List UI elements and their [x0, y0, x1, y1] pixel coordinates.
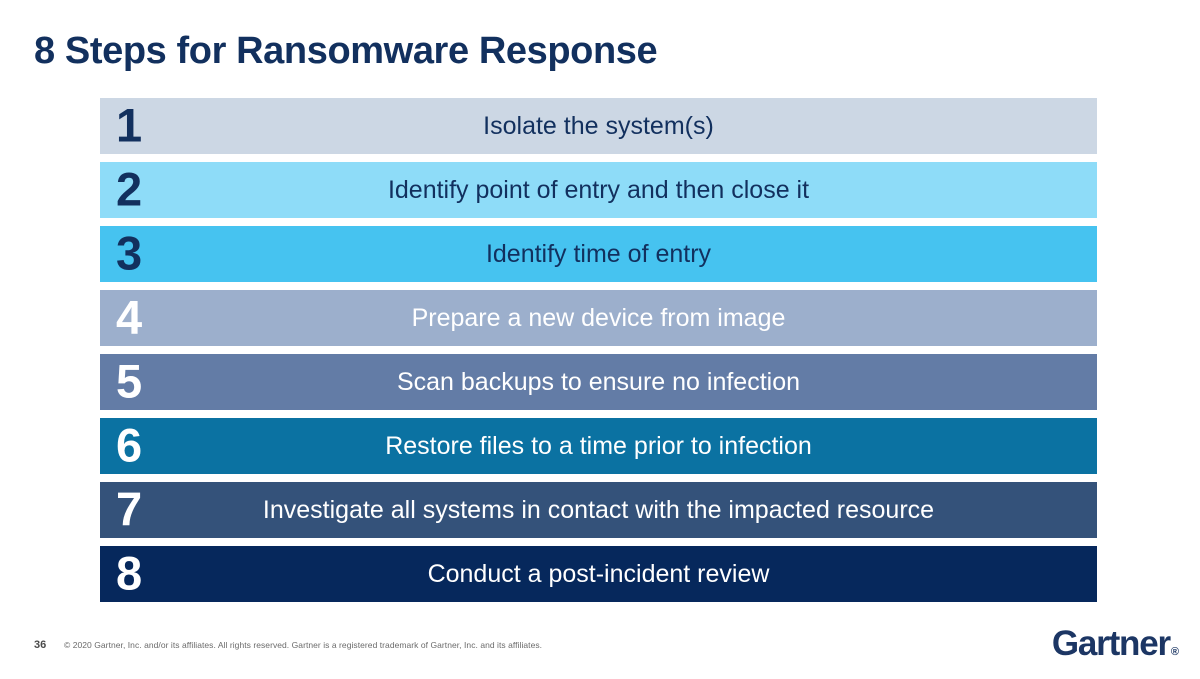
- step-label: Identify point of entry and then close i…: [387, 175, 810, 204]
- step-label: Identify time of entry: [485, 239, 712, 268]
- step-row[interactable]: 3 Identify time of entry: [100, 226, 1097, 282]
- step-number: 2: [116, 162, 142, 216]
- step-number: 3: [116, 226, 142, 280]
- step-number: 4: [116, 290, 142, 344]
- step-label: Investigate all systems in contact with …: [262, 495, 935, 524]
- step-row[interactable]: 2 Identify point of entry and then close …: [100, 162, 1097, 218]
- copyright-notice: © 2020 Gartner, Inc. and/or its affiliat…: [64, 640, 543, 650]
- step-label: Conduct a post-incident review: [427, 559, 770, 588]
- gartner-logo: Gartner®: [1051, 624, 1179, 663]
- step-row[interactable]: 1 Isolate the system(s): [100, 98, 1097, 154]
- step-row[interactable]: 7 Investigate all systems in contact with…: [100, 482, 1097, 538]
- registered-trademark-icon: ®: [1170, 646, 1179, 658]
- step-label: Prepare a new device from image: [411, 303, 786, 332]
- step-label: Isolate the system(s): [483, 111, 714, 140]
- slide-footer: 36 © 2020 Gartner, Inc. and/or its affil…: [0, 626, 1200, 679]
- step-row[interactable]: 6 Restore files to a time prior to infect…: [100, 418, 1097, 474]
- gartner-logo-text: Gartner: [1051, 624, 1171, 663]
- step-row[interactable]: 4 Prepare a new device from image: [100, 290, 1097, 346]
- step-number: 8: [116, 546, 142, 600]
- step-label: Restore files to a time prior to infecti…: [385, 431, 812, 460]
- step-number: 7: [116, 482, 142, 536]
- step-row[interactable]: 8 Conduct a post-incident review: [100, 546, 1097, 602]
- step-number: 1: [116, 98, 142, 152]
- step-row[interactable]: 5 Scan backups to ensure no infection: [100, 354, 1097, 410]
- step-label: Scan backups to ensure no infection: [396, 367, 801, 396]
- step-number: 5: [116, 354, 142, 408]
- step-number: 6: [116, 418, 142, 472]
- page-title: 8 Steps for Ransomware Response: [34, 30, 658, 72]
- steps-list: 1 Isolate the system(s) 2 Identify point of…: [100, 98, 1097, 610]
- page-number: 36: [34, 639, 47, 651]
